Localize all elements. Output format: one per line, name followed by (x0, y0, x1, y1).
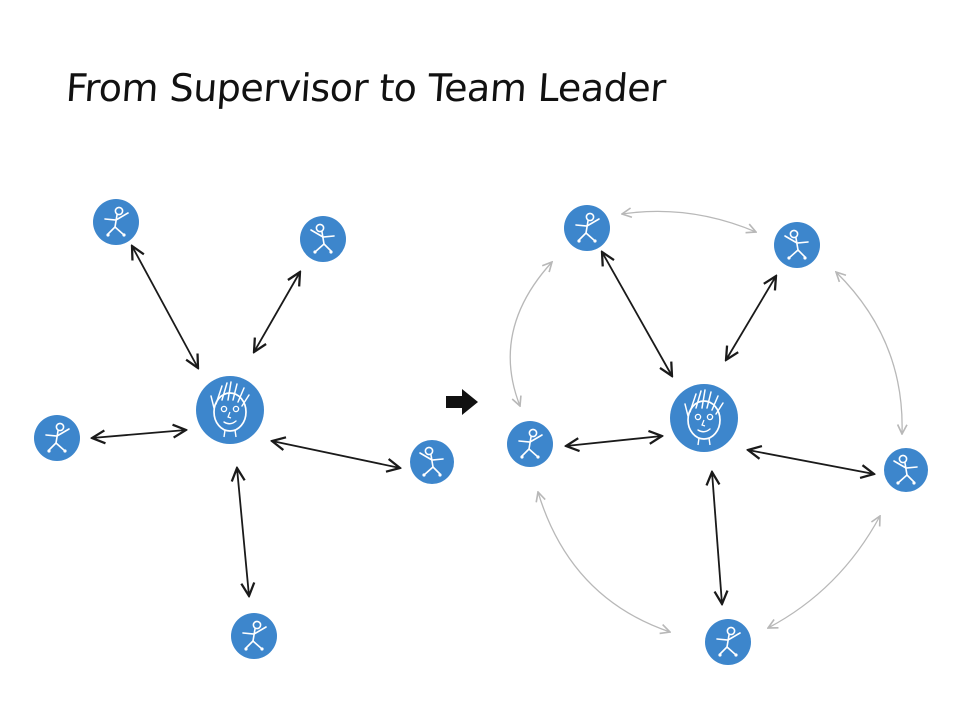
supervisor-panel (34, 199, 454, 659)
member-node-3 (507, 421, 553, 467)
link-leader-member-5 (712, 472, 722, 604)
peer-link-5-3 (538, 492, 670, 632)
member-node-1 (564, 205, 610, 251)
leader-node (670, 384, 738, 452)
member-node-1 (93, 199, 139, 245)
link-leader-member-2 (726, 276, 776, 360)
member-node-5 (705, 619, 751, 665)
member-node-3 (34, 415, 80, 461)
leader-node (196, 376, 264, 444)
team-leader-panel (507, 205, 928, 665)
link-leader-member-5 (237, 468, 249, 596)
link-leader-member-3 (92, 430, 186, 438)
link-leader-member-1 (602, 252, 672, 376)
peer-link-3-1 (509, 262, 552, 406)
link-leader-member-1 (132, 246, 198, 368)
member-node-2 (774, 222, 820, 268)
member-node-4 (410, 440, 454, 484)
peer-link-4-5 (768, 516, 880, 628)
member-node-5 (231, 613, 277, 659)
member-node-2 (300, 216, 346, 262)
peer-link-1-2 (622, 211, 756, 232)
link-leader-member-4 (272, 441, 400, 468)
link-leader-member-3 (566, 436, 662, 446)
link-leader-member-4 (748, 450, 874, 474)
member-node-4 (884, 448, 928, 492)
peer-link-2-4 (836, 272, 902, 434)
transition-arrow-icon (446, 389, 478, 415)
link-leader-member-2 (254, 272, 300, 352)
